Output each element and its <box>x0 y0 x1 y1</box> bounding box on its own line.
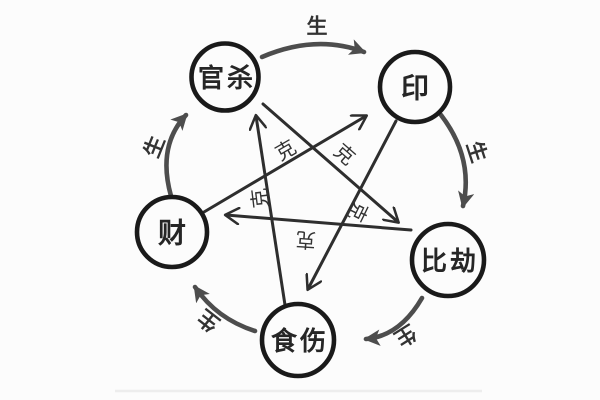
bijie-circle <box>409 221 487 299</box>
cai-circle <box>134 194 210 270</box>
generate-arrow-shishang-to-cai <box>192 284 258 334</box>
shishang-label: 食伤 <box>271 326 329 356</box>
overcome-arrow-bijie-to-cai <box>226 215 413 232</box>
node-shishang: 食伤 <box>259 301 337 379</box>
yin-label: 印 <box>401 73 429 104</box>
generate-arrow-bijie-to-shishang <box>363 295 425 347</box>
node-cai: 财 <box>134 194 210 270</box>
generate-label-top: 生 <box>307 15 328 39</box>
guansha-label: 官杀 <box>198 63 256 93</box>
node-bijie: 比劫 <box>409 221 487 299</box>
overcome-label-shishang-guansha: 克 <box>248 187 273 210</box>
generate-arrows-group <box>164 39 475 347</box>
bijie-label: 比劫 <box>421 246 479 276</box>
overcome-arrow-cai-to-yin <box>202 116 366 214</box>
node-yin: 印 <box>377 49 453 125</box>
overcome-arrows-group <box>202 102 413 307</box>
generate-arrow-yin-to-bijie <box>438 112 475 209</box>
generate-arrow-guansha-to-yin <box>259 39 367 60</box>
yin-circle <box>377 49 453 125</box>
overcome-arrow-guansha-to-bijie <box>261 102 398 222</box>
shishang-circle <box>259 301 337 379</box>
guansha-circle <box>189 41 261 113</box>
cai-label: 财 <box>158 218 186 249</box>
overcome-label-bijie-cai: 克 <box>295 227 317 251</box>
generate-arrow-cai-to-guansha <box>164 112 189 199</box>
overcome-arrow-shishang-to-guansha <box>256 116 287 307</box>
overcome-arrow-yin-to-shishang <box>308 119 398 289</box>
node-guansha: 官杀 <box>189 41 261 113</box>
